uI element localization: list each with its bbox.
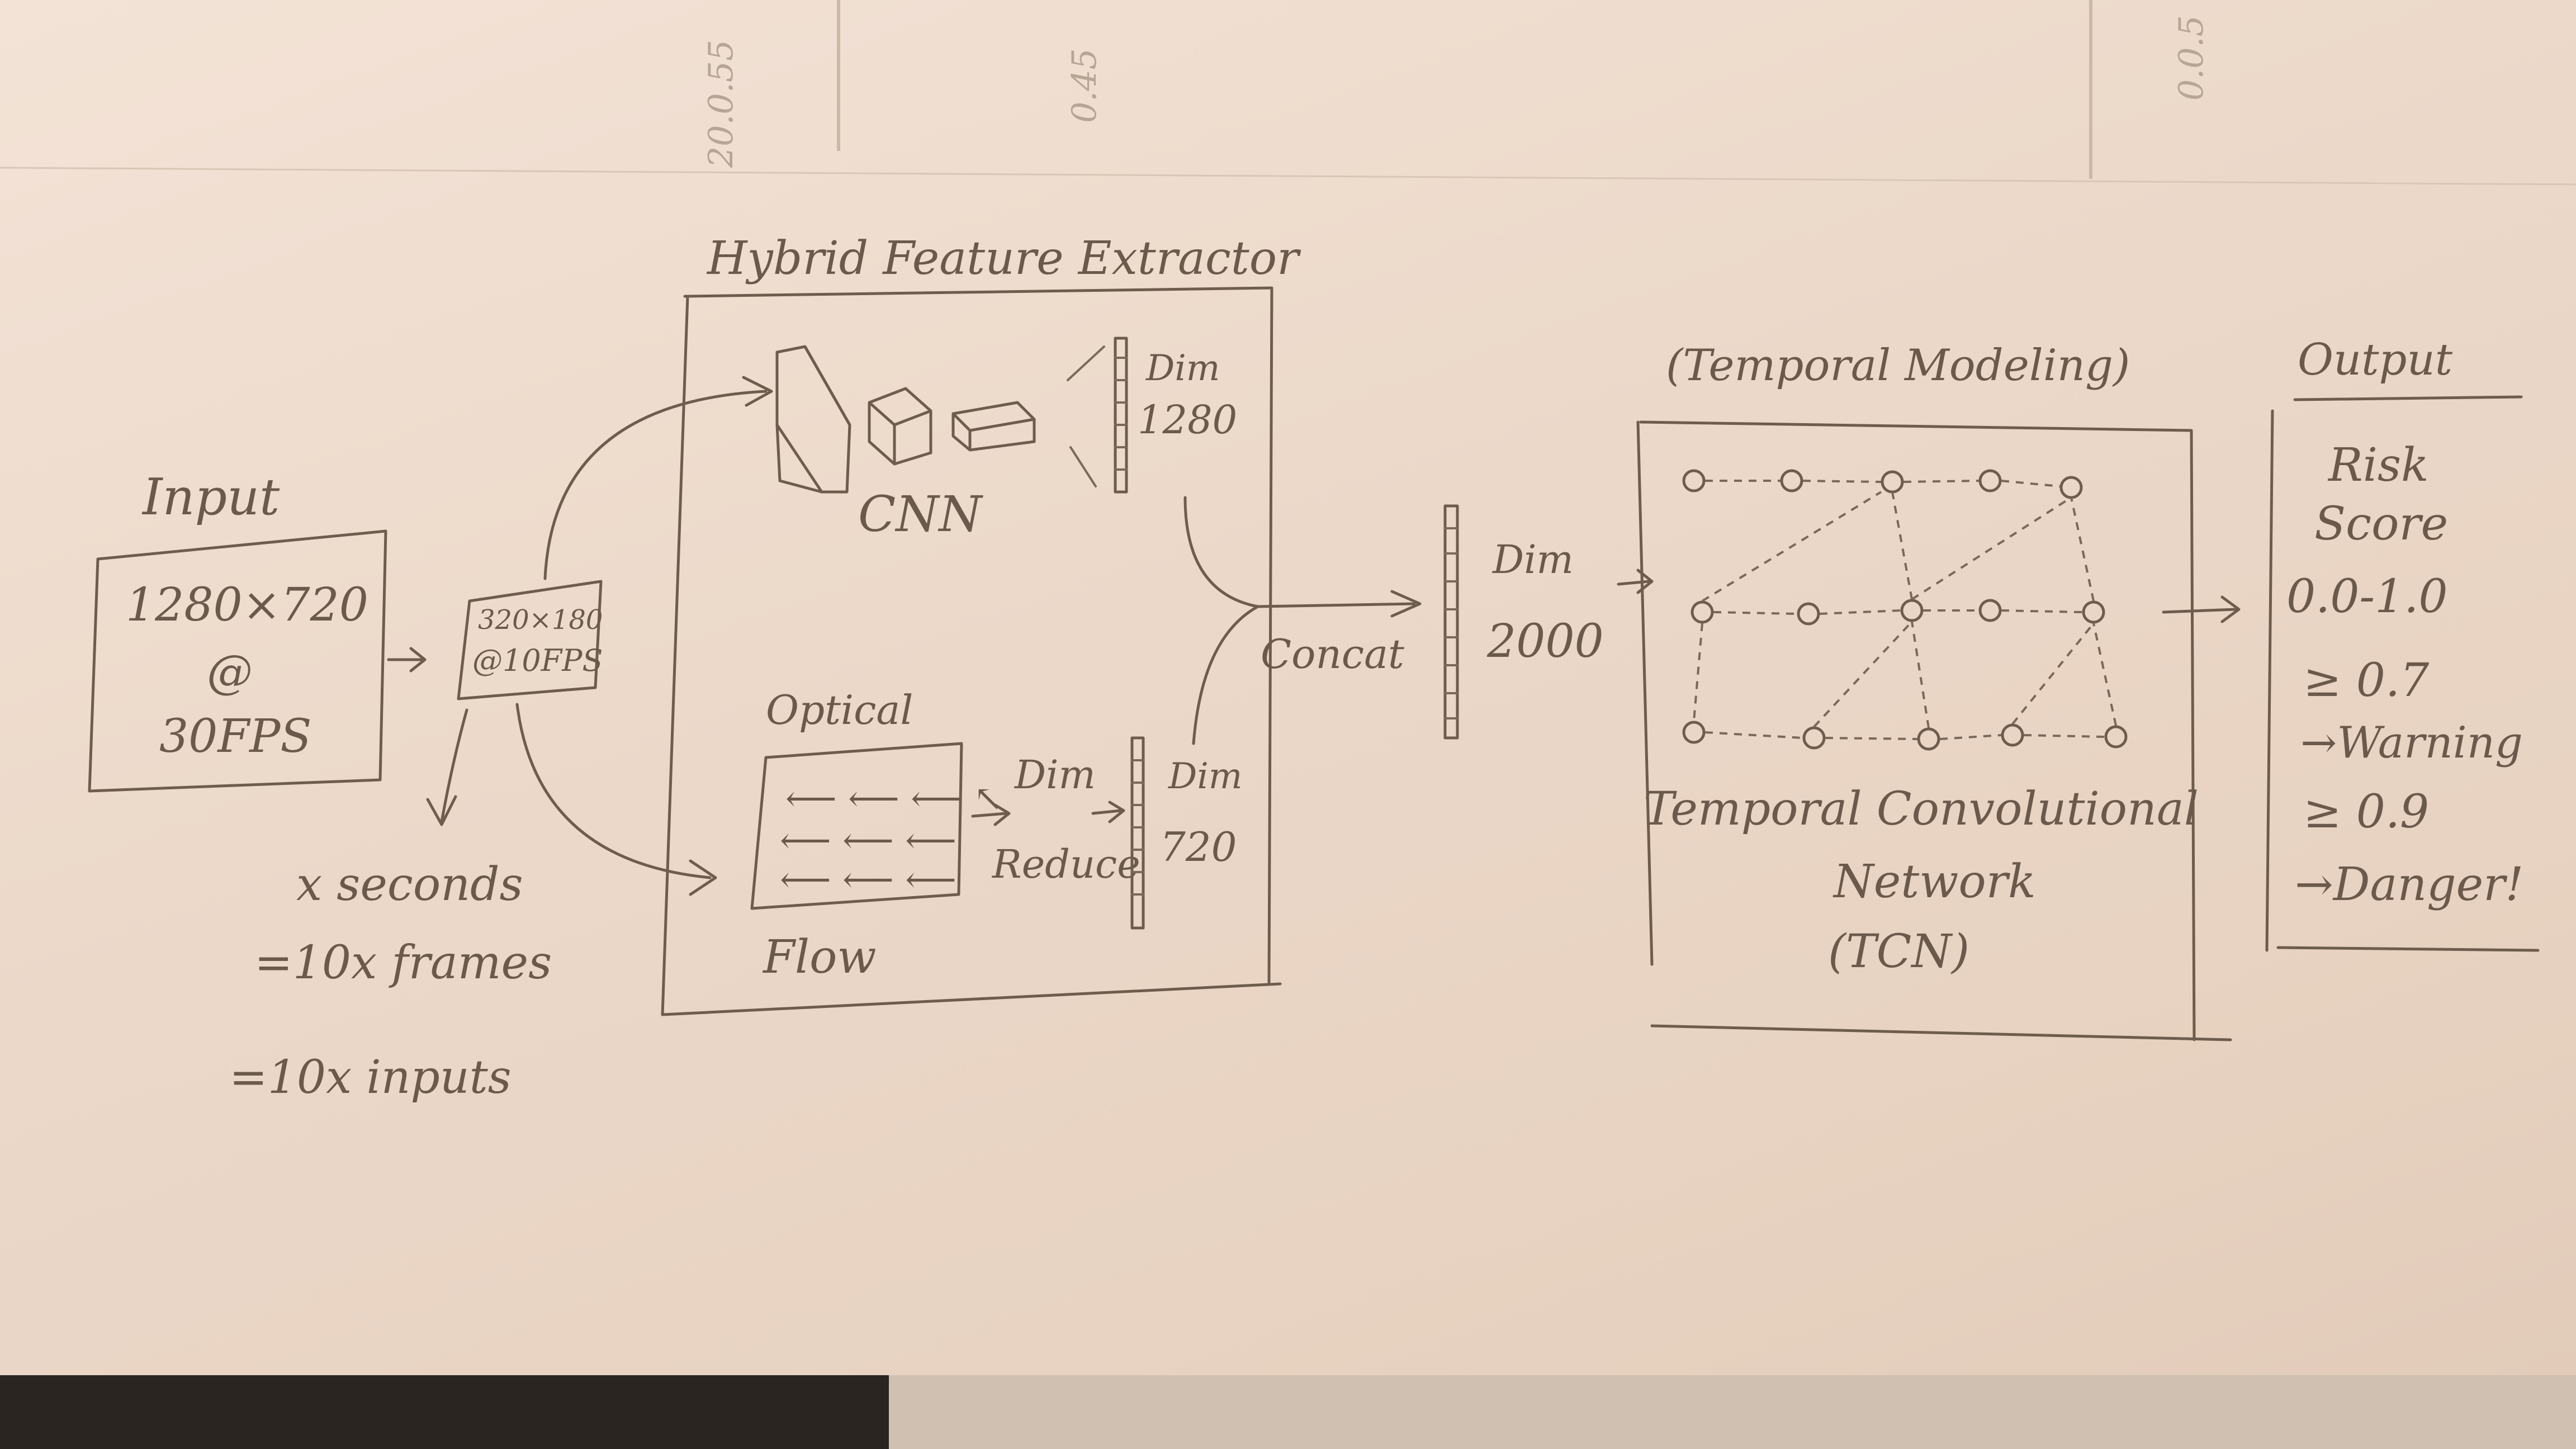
flow-feature-vector xyxy=(1130,736,1145,930)
tcn-name-line1: Temporal Convolutional xyxy=(1644,783,2199,836)
cnn-icon xyxy=(775,345,1105,494)
reduce-label-bottom: Reduce xyxy=(991,841,1140,887)
extractor-title: Hybrid Feature Extractor xyxy=(706,232,1301,285)
paper-sheet xyxy=(0,0,2576,1375)
output-line: Score xyxy=(2314,498,2448,551)
input-note-seconds: x seconds xyxy=(296,858,523,911)
arrow-concat-to-tcn xyxy=(1617,569,1654,594)
concat-label: Concat xyxy=(1261,631,1405,678)
tcn-name-line3: (TCN) xyxy=(1828,925,1969,978)
input-fps: 30FPS xyxy=(159,710,312,763)
arrow-down-notes xyxy=(426,708,468,826)
output-line: ≥ 0.9 xyxy=(2303,785,2429,839)
flow-vector-glyphs: ⟵ ⟵ ⟵ xyxy=(780,859,956,901)
arrow-tcn-to-output xyxy=(2162,595,2241,623)
cnn-label: CNN xyxy=(858,485,983,543)
concat-feature-vector xyxy=(1443,504,1459,740)
output-line: 0.0-1.0 xyxy=(2286,570,2448,623)
input-box xyxy=(88,529,387,793)
concat-dim-label: Dim xyxy=(1491,537,1574,583)
downsample-box xyxy=(457,580,603,700)
margin-note: 0.45 xyxy=(1065,48,1104,123)
flow-box xyxy=(750,742,963,910)
tcn-network-graph xyxy=(1682,469,2128,751)
extractor-box xyxy=(661,286,1282,1016)
output-line: →Warning xyxy=(2300,718,2523,768)
tcn-name-line2: Network xyxy=(1832,855,2036,908)
page-fold-line xyxy=(0,167,2576,186)
flow-dim-value: 720 xyxy=(1160,823,1237,870)
reduce-label-top: Dim xyxy=(1014,752,1096,798)
input-resolution: 1280×720 xyxy=(126,579,368,632)
output-line: →Danger! xyxy=(2295,858,2523,911)
cnn-dim-label: Dim xyxy=(1145,348,1220,389)
arrow-to-flow xyxy=(515,703,717,896)
arrow-to-cnn xyxy=(543,376,773,580)
arrow-flow-to-reduce xyxy=(971,803,1011,826)
concat-dim-value: 2000 xyxy=(1486,615,1604,668)
arrow-reduce-to-vector xyxy=(1091,801,1125,823)
downsample-resolution: 320×180 xyxy=(478,604,603,636)
flow-vector-glyphs: ⟵ ⟵ ⟵ ↖ xyxy=(785,778,1003,820)
input-note-frames: =10x frames xyxy=(254,936,552,989)
flow-vector-glyphs: ⟵ ⟵ ⟵ xyxy=(780,820,956,861)
concat-merge-arrows xyxy=(1183,496,1422,745)
cnn-dim-value: 1280 xyxy=(1138,397,1237,443)
underlying-sheet xyxy=(889,1375,2576,1449)
tcn-box xyxy=(1636,420,2232,1041)
arrow-input-to-downsample xyxy=(387,647,427,673)
cnn-feature-vector xyxy=(1114,337,1128,494)
output-heading: Output xyxy=(2298,335,2453,385)
output-line: ≥ 0.7 xyxy=(2303,654,2430,707)
margin-note: 0.0.5 xyxy=(2172,15,2211,101)
input-note-inputs: =10x inputs xyxy=(229,1051,512,1104)
input-at: @ xyxy=(207,646,253,699)
margin-note: 20.0.55 xyxy=(702,40,741,168)
output-box xyxy=(2265,395,2540,952)
flow-label-bottom: Flow xyxy=(762,931,877,984)
downsample-fps: @10FPS xyxy=(472,643,603,678)
input-heading: Input xyxy=(141,468,280,527)
flow-dim-label: Dim xyxy=(1168,756,1242,797)
flow-label-top: Optical xyxy=(766,686,913,733)
output-line: Risk xyxy=(2327,439,2429,492)
temporal-heading: (Temporal Modeling) xyxy=(1666,340,2130,391)
